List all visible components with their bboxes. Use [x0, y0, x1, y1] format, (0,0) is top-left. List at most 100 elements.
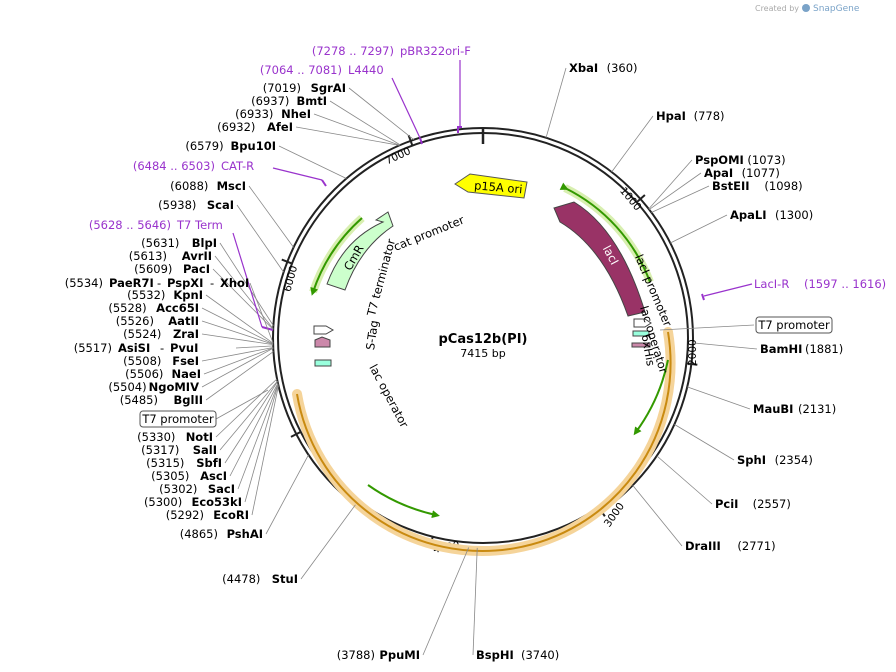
cat-promoter-arc[interactable]	[310, 217, 363, 296]
site-name-saci[interactable]: SacI	[208, 482, 235, 496]
t7-terminator-label: T7 terminator	[364, 237, 398, 318]
site-name-afei[interactable]: AfeI	[267, 120, 293, 134]
site-pos-bpu10i: (6579)	[185, 139, 223, 153]
site-name-bamhi[interactable]: BamHI	[760, 342, 802, 356]
primer-range-pbr322[interactable]: (7278 .. 7297)	[312, 44, 394, 58]
site-name-bsphi[interactable]: BspHI	[476, 648, 514, 662]
primer-range-t7term[interactable]: (5628 .. 5646)	[89, 218, 171, 232]
primer-name-t7term[interactable]: T7 Term	[176, 218, 223, 232]
site-name-asci[interactable]: AscI	[200, 469, 227, 483]
primer-name-catr[interactable]: CAT-R	[221, 159, 254, 173]
site-name-draiii[interactable]: DraIII	[685, 539, 721, 553]
primer-range-l4440[interactable]: (7064 .. 7081)	[260, 63, 342, 77]
primer-name-pbr322[interactable]: pBR322ori-F	[400, 44, 471, 58]
leader-line	[236, 204, 284, 273]
site-name-pvui[interactable]: PvuI	[170, 341, 198, 355]
t7-terminator-small-feature[interactable]	[313, 325, 335, 335]
site-name-stui[interactable]: StuI	[272, 572, 298, 586]
site-name-aatii[interactable]: AatII	[168, 314, 199, 328]
site-name-paer7i[interactable]: PaeR7I	[109, 276, 154, 290]
laci-promoter-arc[interactable]	[559, 182, 651, 283]
site-name-noti[interactable]: NotI	[186, 430, 213, 444]
t7-promoter-left-box[interactable]	[139, 410, 217, 428]
tick-7000: 7000	[383, 145, 412, 167]
site-name-zrai[interactable]: ZraI	[173, 327, 199, 341]
site-name-bsteii[interactable]: BstEII	[712, 179, 750, 193]
lac-operator-right-small-feature[interactable]	[632, 330, 650, 337]
site-name-avrii[interactable]: AvrII	[182, 249, 212, 263]
t7-promoter-small-feature[interactable]	[633, 318, 652, 328]
primer-range-laci-r[interactable]: (1597 .. 1616)	[804, 277, 886, 291]
credit-brand[interactable]: SnapGene	[813, 4, 860, 14]
site-name-msci[interactable]: MscI	[217, 179, 246, 193]
site-name-acc65i[interactable]: Acc65I	[156, 301, 199, 315]
primer-mark-pbr322[interactable]	[457, 126, 462, 133]
primer-name-l4440[interactable]: L4440	[348, 63, 384, 77]
his6-small-feature[interactable]	[631, 342, 651, 348]
site-name-naei[interactable]: NaeI	[172, 367, 201, 381]
stag-small-feature[interactable]	[314, 336, 331, 348]
primer-mark-l4440[interactable]	[419, 137, 423, 145]
site-name-apali[interactable]: ApaLI	[730, 208, 767, 222]
site-name-maubi[interactable]: MauBI	[753, 402, 793, 416]
site-pos-naei: (5506)	[125, 367, 163, 381]
site-pos-bsteii: (1098)	[764, 179, 802, 193]
primer-range-catr[interactable]: (6484 .. 6503)	[133, 159, 215, 173]
primer-name-laci-r[interactable]: LacI-R	[754, 277, 789, 291]
cmr-feature[interactable]	[326, 211, 394, 291]
site-pos-hpai: (778)	[694, 109, 725, 123]
primer-mark-laci-r[interactable]	[701, 293, 705, 301]
leader-line	[201, 307, 274, 345]
site-name-pspxi[interactable]: PspXI	[167, 276, 203, 290]
site-name-paci[interactable]: PacI	[183, 262, 210, 276]
site-name-pspomi[interactable]: PspOMI	[695, 153, 744, 167]
site-name-pcii[interactable]: PciI	[715, 497, 738, 511]
site-name-asisi[interactable]: AsiSI	[118, 341, 150, 355]
site-name-fsei[interactable]: FseI	[172, 354, 199, 368]
laci-feature[interactable]	[553, 201, 646, 317]
site-pos-msci: (6088)	[170, 179, 208, 193]
site-name-ppumi[interactable]: PpuMI	[379, 648, 420, 662]
site-pos-asisi: (5517)	[74, 341, 112, 355]
site-name-sgrai[interactable]: SgrAI	[311, 81, 346, 95]
t7-promoter-left-label: T7 promoter	[141, 412, 214, 426]
site-name-ngomiv[interactable]: NgoMIV	[149, 380, 199, 394]
site-name-xbai[interactable]: XbaI	[569, 61, 598, 75]
leader-line	[632, 485, 683, 547]
site-pos-blpi: (5631)	[141, 236, 179, 250]
site-pos-ecori: (5292)	[166, 508, 204, 522]
p15a-ori-feature[interactable]	[454, 173, 528, 199]
site-name-eco53ki[interactable]: Eco53kI	[191, 495, 242, 509]
site-name-bpu10i[interactable]: Bpu10I	[231, 139, 276, 153]
site-pos-bmti: (6937)	[251, 94, 289, 108]
site-name-scai[interactable]: ScaI	[207, 198, 234, 212]
site-name-blpi[interactable]: BlpI	[192, 236, 217, 250]
green-arc-bottom[interactable]	[367, 484, 440, 519]
cas12b-arc[interactable]	[296, 331, 672, 553]
site-name-apai[interactable]: ApaI	[704, 166, 733, 180]
site-pos-avrii: (5613)	[129, 249, 167, 263]
site-pos-scai: (5938)	[158, 198, 196, 212]
site-pos-bsphi: (3740)	[521, 648, 559, 662]
lac-operator-left-small-feature[interactable]	[314, 359, 332, 367]
site-name-sphi[interactable]: SphI	[737, 453, 766, 467]
site-name-ecori[interactable]: EcoRI	[213, 508, 249, 522]
site-sep-1: -	[157, 276, 161, 290]
label-leader-lines	[201, 60, 758, 656]
site-name-hpai[interactable]: HpaI	[656, 109, 686, 123]
site-name-kpni[interactable]: KpnI	[173, 288, 203, 302]
leader-line	[237, 383, 279, 490]
primer-mark-catr[interactable]	[321, 179, 327, 187]
site-name-pshai[interactable]: PshAI	[227, 527, 263, 541]
site-name-sbfi[interactable]: SbfI	[196, 456, 222, 470]
green-arc-right[interactable]	[633, 359, 669, 436]
site-name-bglii[interactable]: BglII	[174, 393, 204, 407]
leader-line	[201, 333, 274, 346]
leader-line	[205, 294, 274, 344]
t7-promoter-right-box[interactable]	[755, 316, 833, 334]
site-name-bmti[interactable]: BmtI	[296, 94, 327, 108]
site-name-nhei[interactable]: NheI	[281, 107, 311, 121]
site-name-xhoi[interactable]: XhoI	[220, 276, 249, 290]
site-name-sali[interactable]: SalI	[193, 443, 217, 457]
